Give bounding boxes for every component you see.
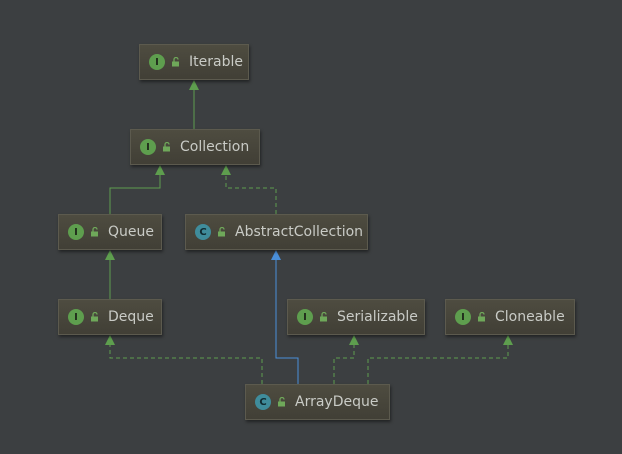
- arrowhead-icon: [105, 250, 115, 260]
- node-label: Queue: [108, 224, 154, 240]
- node-arraydeque[interactable]: C ArrayDeque: [245, 384, 390, 420]
- node-label: Cloneable: [495, 309, 565, 325]
- node-serializable[interactable]: I Serializable: [287, 299, 425, 335]
- edge-arraydeque-to-abstractcollection: [271, 250, 299, 384]
- public-lock-icon: [218, 227, 225, 237]
- public-lock-icon: [478, 312, 485, 322]
- edge-abstractcollection-to-collection: [221, 165, 277, 214]
- node-label: ArrayDeque: [295, 394, 379, 410]
- edge-line: [109, 344, 263, 384]
- interface-icon: I: [68, 224, 84, 240]
- public-lock-icon: [320, 312, 327, 322]
- edge-line: [333, 344, 355, 384]
- interface-icon: I: [140, 139, 156, 155]
- arrowhead-icon: [349, 335, 359, 345]
- edge-arraydeque-to-cloneable: [367, 335, 513, 384]
- node-iterable[interactable]: I Iterable: [139, 44, 249, 80]
- arrowhead-icon: [503, 335, 513, 345]
- arrowhead-icon: [155, 165, 165, 175]
- interface-icon: I: [68, 309, 84, 325]
- node-queue[interactable]: I Queue: [58, 214, 162, 250]
- arrowhead-icon: [189, 80, 199, 90]
- public-lock-icon: [172, 57, 179, 67]
- public-lock-icon: [91, 227, 98, 237]
- interface-icon: I: [297, 309, 313, 325]
- interface-icon: I: [455, 309, 471, 325]
- node-collection[interactable]: I Collection: [130, 129, 260, 165]
- node-label: AbstractCollection: [235, 224, 364, 240]
- arrowhead-icon: [221, 165, 231, 175]
- public-lock-icon: [163, 142, 170, 152]
- node-cloneable[interactable]: I Cloneable: [445, 299, 575, 335]
- arrowhead-icon: [271, 250, 281, 260]
- node-label: Deque: [108, 309, 154, 325]
- node-abstractcollection[interactable]: C AbstractCollection: [185, 214, 368, 250]
- edge-deque-to-queue: [105, 250, 115, 299]
- public-lock-icon: [91, 312, 98, 322]
- node-deque[interactable]: I Deque: [58, 299, 162, 335]
- arrowhead-icon: [105, 335, 115, 345]
- interface-icon: I: [149, 54, 165, 70]
- edge-arraydeque-to-serializable: [333, 335, 359, 384]
- edge-line: [225, 174, 277, 214]
- edge-line: [275, 259, 299, 384]
- public-lock-icon: [278, 397, 285, 407]
- node-label: Collection: [180, 139, 250, 155]
- class-icon: C: [255, 394, 271, 410]
- edge-line: [109, 174, 161, 214]
- node-label: Serializable: [337, 309, 418, 325]
- edge-collection-to-iterable: [189, 80, 199, 129]
- edge-queue-to-collection: [109, 165, 165, 214]
- edge-arraydeque-to-deque: [105, 335, 263, 384]
- node-label: Iterable: [189, 54, 243, 70]
- class-icon: C: [195, 224, 211, 240]
- edge-line: [367, 344, 509, 384]
